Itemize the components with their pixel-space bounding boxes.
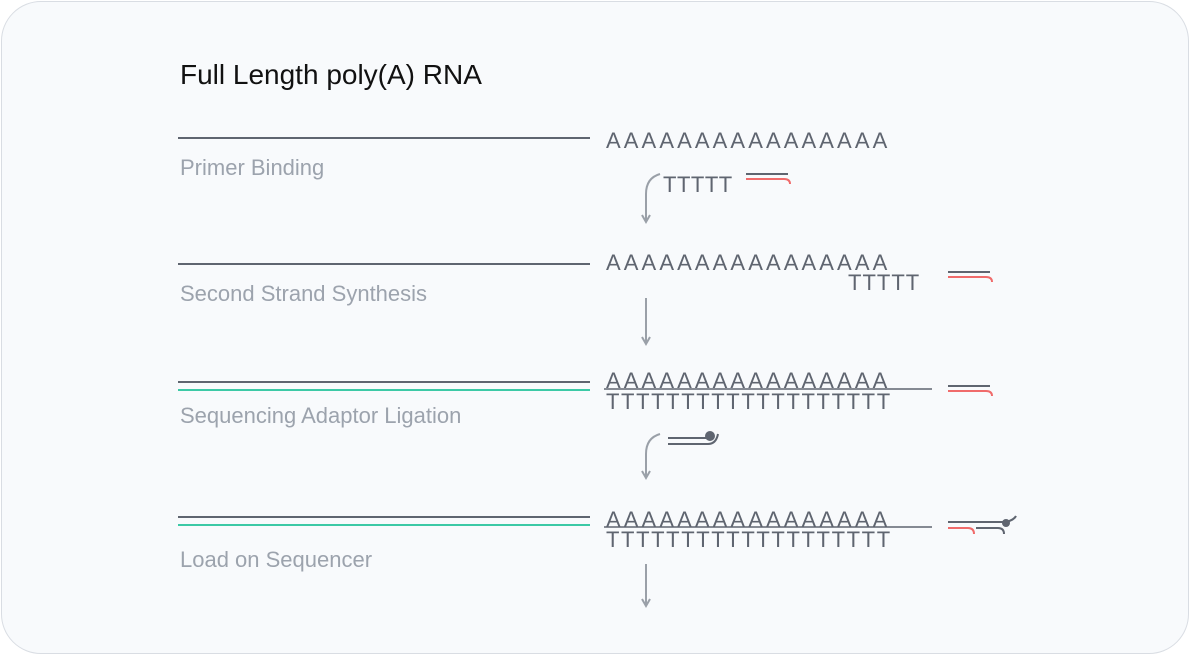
primer-adaptor-2 [948, 271, 993, 283]
ligated-adaptor-4 [948, 515, 1017, 535]
arrow-down-icon-2 [641, 298, 651, 347]
poly-t-sequence-4: TTTTTTTTTTTTTTTTTTT [606, 527, 892, 552]
poly-t-sequence-3: TTTTTTTTTTTTTTTTTTT [606, 389, 892, 414]
poly-t-primer-sequence-1: TTTTT [663, 172, 733, 197]
primer-adaptor-3 [948, 385, 993, 397]
step-label-second-strand-synthesis: Second Strand Synthesis [180, 281, 428, 306]
arrow-down-icon-1 [641, 173, 661, 225]
sequencing-adaptor-icon [668, 431, 719, 445]
poly-a-sequence-4: AAAAAAAAAAAAAAAA [606, 507, 891, 532]
arrow-down-icon-3 [641, 433, 661, 481]
poly-a-sequence-1: AAAAAAAAAAAAAAAA [606, 128, 891, 153]
step-label-primer-binding: Primer Binding [180, 155, 325, 180]
poly-t-sequence-2: TTTTT [848, 270, 921, 295]
page-title: Full Length poly(A) RNA [180, 59, 482, 90]
step-label-load-on-sequencer: Load on Sequencer [180, 547, 373, 572]
arrow-down-icon-4 [641, 564, 651, 609]
primer-adaptor-1 [746, 173, 791, 185]
poly-a-sequence-2: AAAAAAAAAAAAAAAA [606, 250, 891, 275]
poly-a-sequence-3: AAAAAAAAAAAAAAAA [606, 368, 891, 393]
step-label-sequencing-adaptor-ligation: Sequencing Adaptor Ligation [180, 403, 462, 428]
